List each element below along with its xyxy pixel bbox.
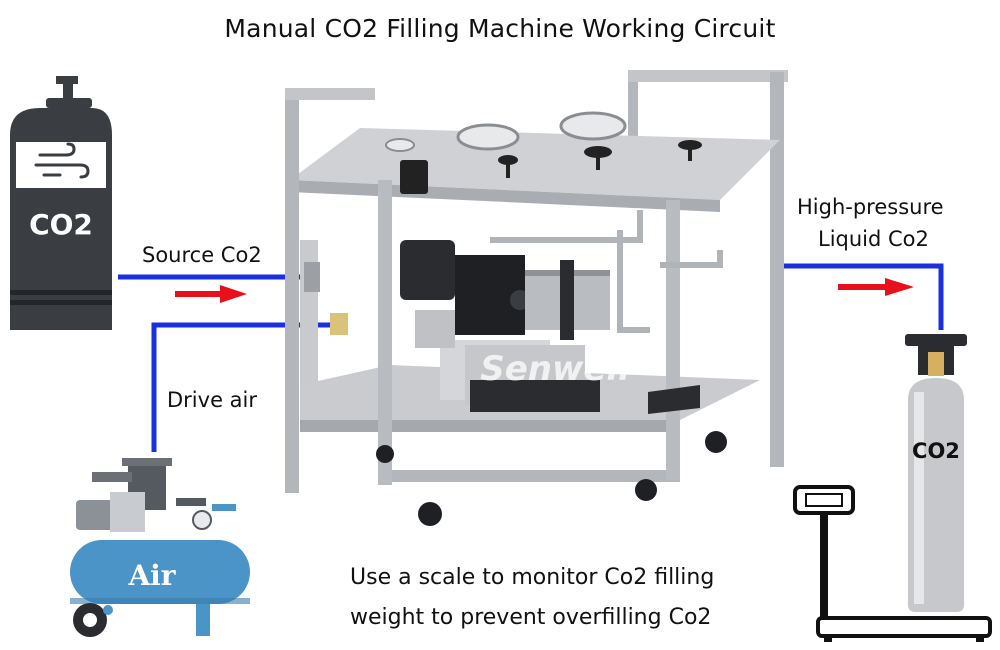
machine-brand-watermark: Senwell <box>480 349 631 389</box>
compressor-label: Air <box>127 559 176 592</box>
high-pressure-label-line1: High-pressure <box>797 195 944 219</box>
drive-air-label: Drive air <box>167 388 257 412</box>
scale-note-line2: weight to prevent overfilling Co2 <box>350 605 712 630</box>
scale-note-line1: Use a scale to monitor Co2 filling <box>350 565 715 590</box>
weighing-scale <box>793 485 992 642</box>
high-pressure-pipe <box>780 263 944 330</box>
high-pressure-label-line2: Liquid Co2 <box>818 227 929 251</box>
air-compressor <box>70 458 250 637</box>
source-flow-arrow <box>175 285 247 303</box>
source-co2-cylinder <box>10 76 112 330</box>
gas-wind-icon <box>34 142 90 179</box>
caster-wheels <box>376 431 727 526</box>
source-cylinder-label: CO2 <box>29 208 93 241</box>
source-co2-label: Source Co2 <box>142 243 262 267</box>
page-title: Manual CO2 Filling Machine Working Circu… <box>224 14 776 43</box>
filling-machine: Senwell <box>285 70 788 526</box>
booster-pump <box>400 210 723 412</box>
drive-air-pipe <box>151 322 338 452</box>
target-co2-cylinder <box>905 334 967 612</box>
pressure-gauges <box>385 111 627 152</box>
target-cylinder-label: CO2 <box>912 439 960 463</box>
output-flow-arrow <box>838 278 914 296</box>
valve-knobs <box>400 140 702 194</box>
pipe-lines <box>118 263 944 452</box>
